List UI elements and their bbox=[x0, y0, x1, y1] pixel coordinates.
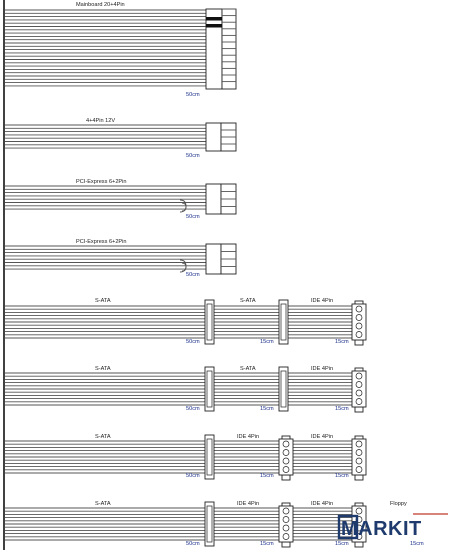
row1-ide-end-pin bbox=[355, 305, 363, 313]
row2-length-c: 15cm bbox=[335, 406, 349, 412]
row1-length-c: 15cm bbox=[335, 339, 349, 345]
row2-ide-label: IDE 4Pin bbox=[311, 366, 333, 372]
pcie-2-label: PCI-Express 6+2Pin bbox=[76, 239, 127, 245]
row3-ide-end-pin bbox=[355, 457, 363, 465]
row3-sata-1-slot bbox=[206, 438, 213, 476]
row4-wires bbox=[5, 507, 355, 541]
row4-ide2-label: IDE 4Pin bbox=[311, 501, 333, 507]
row4-ide-end-tab-bottom bbox=[354, 541, 364, 548]
mainboard-connector-left bbox=[205, 8, 223, 90]
row1-sata2-label: S-ATA bbox=[240, 298, 256, 304]
cpu-label: 4+4Pin 12V bbox=[86, 118, 115, 124]
row3-ide-1-pin bbox=[282, 466, 290, 473]
row4-length-c: 15cm bbox=[335, 541, 349, 547]
row1-sata-1-slot bbox=[206, 303, 213, 341]
row2-length-b: 15cm bbox=[260, 406, 274, 412]
row2-ide-end bbox=[351, 370, 367, 408]
row1-ide-end-pin bbox=[355, 314, 363, 321]
row3-wires bbox=[5, 440, 355, 474]
row4-ide-1-pin bbox=[282, 533, 290, 540]
logo-m-box bbox=[337, 514, 359, 540]
cpu-length: 50cm bbox=[186, 153, 200, 159]
row1-wires bbox=[5, 305, 355, 339]
row1-sata-2-slot bbox=[280, 303, 287, 341]
row2-wires bbox=[5, 372, 355, 406]
row4-ide-1 bbox=[278, 505, 294, 543]
row2-sata-1-slot bbox=[206, 370, 213, 408]
row4-floppy-label: Floppy bbox=[390, 501, 407, 507]
mainboard-label: Mainboard 20+4Pin bbox=[76, 2, 125, 8]
pcie-1-label: PCI-Express 6+2Pin bbox=[76, 179, 127, 185]
row4-sata-label: S-ATA bbox=[95, 501, 111, 507]
row3-ide-end-pin bbox=[355, 449, 363, 456]
mainboard-wires bbox=[5, 9, 206, 87]
row2-ide-end-pin bbox=[355, 381, 363, 388]
row4-length-a: 50cm bbox=[186, 541, 200, 547]
row3-ide2-label: IDE 4Pin bbox=[311, 434, 333, 440]
pcie-2-connector-left bbox=[205, 243, 222, 275]
row3-ide-end bbox=[351, 438, 367, 476]
row3-ide-end-tab-bottom bbox=[354, 474, 364, 481]
row1-ide-label: IDE 4Pin bbox=[311, 298, 333, 304]
pcie-2-wires bbox=[5, 245, 206, 270]
row3-sata-label: S-ATA bbox=[95, 434, 111, 440]
row3-ide-1-pin bbox=[282, 457, 290, 465]
cable-groups bbox=[5, 8, 367, 548]
row4-length-d: 15cm bbox=[410, 541, 424, 547]
row3-ide-1 bbox=[278, 438, 294, 476]
pcie-1-connector-left bbox=[205, 183, 222, 215]
row1-length-b: 15cm bbox=[260, 339, 274, 345]
row1-length-a: 50cm bbox=[186, 339, 200, 345]
mainboard-length: 50cm bbox=[186, 92, 200, 98]
row1-sata-label: S-ATA bbox=[95, 298, 111, 304]
row2-length-a: 50cm bbox=[186, 406, 200, 412]
pcie-1-branch-2 bbox=[181, 202, 187, 212]
pcie-2-branch-2 bbox=[181, 262, 187, 272]
row2-ide-end-pin bbox=[355, 372, 363, 380]
row2-sata-label: S-ATA bbox=[95, 366, 111, 372]
row3-ide-1-pin bbox=[282, 449, 290, 456]
row4-sata-1-slot bbox=[206, 505, 213, 543]
row2-ide-end-pin bbox=[355, 398, 363, 405]
row4-ide-1-pin bbox=[282, 516, 290, 523]
row1-ide-end-tab-bottom bbox=[354, 339, 364, 346]
row4-ide-label: IDE 4Pin bbox=[237, 501, 259, 507]
row4-length-b: 15cm bbox=[260, 541, 274, 547]
row1-ide-end bbox=[351, 303, 367, 341]
row4-ide-1-pin bbox=[282, 524, 290, 532]
mainboard-latch-1 bbox=[206, 17, 222, 21]
watermark-text: MARKIT bbox=[341, 518, 422, 540]
row3-length-b: 15cm bbox=[260, 473, 274, 479]
row3-ide-1-pin bbox=[282, 440, 290, 448]
row3-length-c: 15cm bbox=[335, 473, 349, 479]
row2-sata-2-slot bbox=[280, 370, 287, 408]
row3-ide-label: IDE 4Pin bbox=[237, 434, 259, 440]
row3-length-a: 50cm bbox=[186, 473, 200, 479]
row4-ide-end-pin bbox=[355, 507, 363, 515]
row1-ide-end-pin bbox=[355, 322, 363, 330]
row2-ide-end-tab-bottom bbox=[354, 406, 364, 413]
cpu-connector-left bbox=[205, 122, 222, 152]
row4-ide-1-pin bbox=[282, 507, 290, 515]
pcie-2-length: 50cm bbox=[186, 272, 200, 278]
row2-ide-end-pin bbox=[355, 389, 363, 397]
row2-sata2-label: S-ATA bbox=[240, 366, 256, 372]
mainboard-latch-2 bbox=[206, 24, 222, 28]
markit-logo: MARKIT bbox=[337, 513, 448, 540]
pcie-1-wires bbox=[5, 185, 206, 210]
cpu-wires bbox=[5, 124, 206, 149]
row3-ide-1-tab-bottom bbox=[281, 474, 291, 481]
pcie-1-length: 50cm bbox=[186, 214, 200, 220]
row3-ide-end-pin bbox=[355, 466, 363, 473]
row3-ide-end-pin bbox=[355, 440, 363, 448]
row1-ide-end-pin bbox=[355, 331, 363, 338]
row4-ide-1-tab-bottom bbox=[281, 541, 291, 548]
